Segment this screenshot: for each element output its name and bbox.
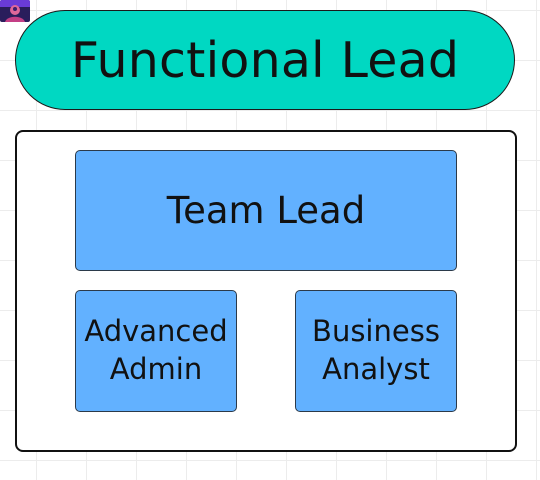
- advanced-admin-node[interactable]: Advanced Admin: [75, 290, 237, 412]
- business-analyst-label-line2: Analyst: [322, 352, 430, 386]
- team-lead-label: Team Lead: [166, 189, 366, 232]
- functional-lead-node[interactable]: Functional Lead: [15, 10, 515, 110]
- business-analyst-label-line1: Business: [312, 314, 440, 349]
- user-avatar-icon[interactable]: [0, 0, 30, 22]
- advanced-admin-label: Advanced Admin: [84, 313, 227, 388]
- business-analyst-node[interactable]: Business Analyst: [295, 290, 457, 412]
- business-analyst-label: Business Analyst: [312, 313, 440, 388]
- advanced-admin-label-line1: Advanced: [84, 314, 228, 349]
- advanced-admin-label-line2: Admin: [109, 352, 203, 386]
- functional-lead-label: Functional Lead: [70, 31, 460, 89]
- team-lead-node[interactable]: Team Lead: [75, 150, 457, 271]
